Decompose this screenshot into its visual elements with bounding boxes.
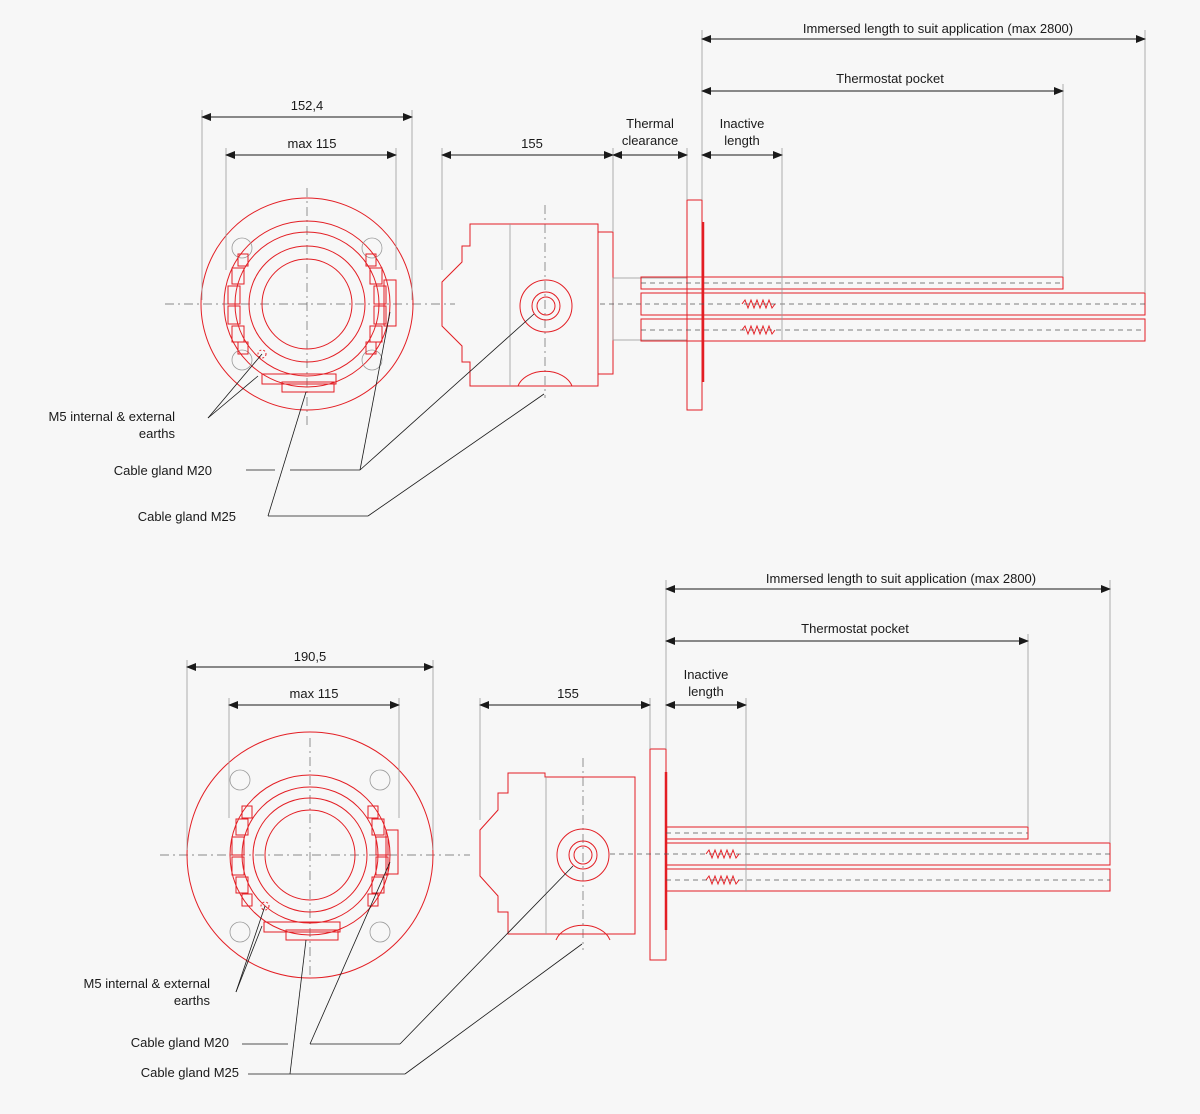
bottom-immersed-length-label: Immersed length to suit application (max… [766,571,1036,586]
bottom-dimension-lines [186,585,1111,709]
bottom-gland-m25-callout: Cable gland M25 [141,1065,239,1080]
bottom-body-length-label: 155 [557,686,579,701]
top-dimension-lines [201,35,1146,159]
bottom-max-dia-label: max 115 [290,686,339,701]
top-thermal-clearance-label-1: Thermal [626,116,674,131]
top-thermostat-pocket-label: Thermostat pocket [836,71,944,86]
top-immersed-length-label: Immersed length to suit application (max… [803,21,1073,36]
top-inactive-length-label-1: Inactive [720,116,765,131]
bottom-side-view [479,748,1111,961]
bottom-inactive-length-label-2: length [688,684,723,699]
top-side-view [441,199,1146,411]
bottom-drawing: 190,5 max 115 155 Inactive length Thermo… [84,571,1111,1080]
top-drawing: 152,4 max 115 155 Thermal clearance Inac… [49,21,1146,524]
top-inactive-length-label-2: length [724,133,759,148]
bottom-earths-callout-2: earths [174,993,211,1008]
top-end-view [165,188,455,426]
top-max-dia-label: max 115 [288,136,337,151]
bottom-earths-callout-1: M5 internal & external [84,976,211,991]
top-earths-callout-1: M5 internal & external [49,409,176,424]
top-gland-m20-callout: Cable gland M20 [114,463,212,478]
top-earths-callout-2: earths [139,426,176,441]
bottom-inactive-length-label-1: Inactive [684,667,729,682]
top-gland-m25-callout: Cable gland M25 [138,509,236,524]
bottom-thermostat-pocket-label: Thermostat pocket [801,621,909,636]
bottom-gland-m20-callout: Cable gland M20 [131,1035,229,1050]
top-body-length-label: 155 [521,136,543,151]
bottom-callout-leaders [235,861,583,1075]
bottom-extension-lines [186,580,1111,891]
top-flange-dia-label: 152,4 [291,98,324,113]
bottom-end-view [160,731,470,979]
top-thermal-clearance-label-2: clearance [622,133,678,148]
top-extension-lines [201,30,1146,340]
bottom-flange-dia-label: 190,5 [294,649,327,664]
top-callout-leaders [207,311,545,517]
